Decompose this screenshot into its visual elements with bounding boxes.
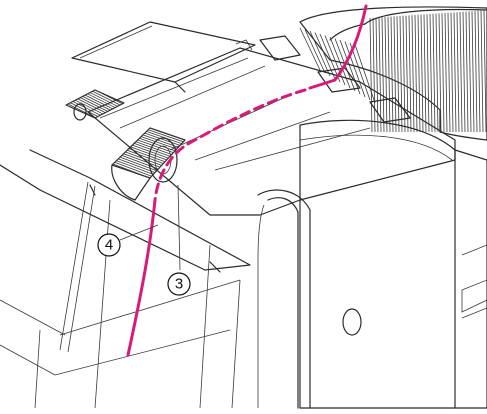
- hatch-line: [411, 15, 415, 133]
- hatch-line: [142, 134, 179, 148]
- hatch-line: [114, 161, 152, 177]
- callout-3-label: 3: [175, 276, 183, 293]
- hatch-line: [444, 12, 448, 133]
- hatch-line: [319, 33, 341, 83]
- hatch-line: [468, 11, 472, 133]
- supply-roll: [299, 6, 487, 141]
- hatch-line: [453, 12, 457, 133]
- hatch-line: [378, 17, 382, 133]
- hatch-line: [92, 90, 121, 106]
- hatch-line: [441, 13, 445, 133]
- hatch-line: [429, 13, 433, 133]
- guide-plate: [0, 149, 251, 409]
- media-path: [126, 4, 368, 357]
- hatch-line: [130, 146, 167, 161]
- hatch-line: [339, 39, 361, 95]
- hatch-line: [144, 132, 181, 146]
- hatch-line: [387, 16, 391, 133]
- hatch-line: [135, 141, 172, 155]
- rear-roller: [65, 89, 125, 121]
- hatch-line: [75, 99, 104, 115]
- hatch-line: [304, 29, 326, 74]
- hatch-line: [408, 15, 412, 133]
- media-path-solid-lower: [126, 198, 157, 357]
- hatch-line: [329, 36, 351, 89]
- hatch-line: [89, 92, 119, 107]
- callout-4: 4: [97, 233, 121, 257]
- hatch-line: [112, 163, 151, 179]
- hatch-line: [483, 10, 487, 133]
- hatch-line: [477, 10, 481, 133]
- hatch-line: [67, 103, 97, 119]
- hatch-line: [72, 101, 102, 116]
- hatch-line: [77, 98, 106, 114]
- hatch-line: [134, 143, 171, 157]
- hatch-line: [372, 17, 376, 133]
- media-path-dashed: [153, 88, 307, 202]
- hatch-line: [128, 148, 166, 163]
- hatch-line: [423, 14, 427, 133]
- hatch-line: [87, 93, 116, 109]
- hatch-line: [299, 27, 321, 71]
- hatch-line: [314, 32, 336, 80]
- hatch-line: [432, 13, 436, 133]
- hatch-line: [94, 89, 124, 105]
- hatch-line: [417, 14, 421, 133]
- hatch-line: [121, 155, 159, 170]
- hatch-line: [126, 149, 164, 164]
- hatch-line: [116, 160, 154, 175]
- hatch-line: [459, 11, 463, 133]
- hatch-line: [462, 11, 466, 133]
- hatch-line: [148, 129, 184, 143]
- printer-body: [87, 47, 487, 409]
- hatch-line: [435, 13, 439, 133]
- hatch-line: [396, 16, 400, 133]
- hatch-line: [149, 127, 186, 141]
- hatch-line: [82, 96, 111, 111]
- hatch-line: [309, 30, 331, 77]
- hatch-line: [480, 10, 484, 133]
- media-path-solid-upper: [308, 4, 368, 90]
- hatch-line: [70, 102, 99, 118]
- hatch-line: [465, 11, 469, 133]
- hatch-line: [80, 97, 109, 112]
- hatch-line: [390, 16, 394, 133]
- hatch-line: [420, 14, 424, 133]
- hatch-line: [349, 42, 371, 101]
- hatch-line: [375, 17, 379, 133]
- hatch-line: [384, 16, 388, 133]
- callout-4-label: 4: [105, 237, 113, 254]
- hatch-line: [474, 10, 478, 133]
- hatch-line: [414, 14, 418, 133]
- hatch-line: [399, 15, 403, 133]
- hatch-line: [381, 17, 385, 133]
- hatch-line: [447, 12, 451, 133]
- hatch-line: [456, 12, 460, 133]
- hatch-line: [354, 44, 376, 104]
- hatch-line: [141, 136, 177, 150]
- callout-leaders: [119, 184, 181, 271]
- hatch-line: [118, 158, 156, 173]
- hatch-line: [123, 153, 161, 168]
- hatch-line: [369, 17, 373, 133]
- hatch-line: [426, 14, 430, 133]
- hatch-line: [405, 15, 409, 133]
- hatch-line: [393, 16, 397, 133]
- hatch-line: [438, 13, 442, 133]
- hatch-line: [125, 151, 162, 166]
- callout-3: 3: [167, 272, 191, 296]
- top-cover-flap: [71, 21, 256, 93]
- hatch-line: [471, 11, 475, 133]
- hatch-line: [137, 139, 174, 154]
- hatch-line: [344, 41, 366, 98]
- hatch-line: [139, 137, 176, 152]
- drive-roller: [111, 127, 186, 201]
- hatch-line: [450, 12, 454, 133]
- hatch-line: [85, 94, 114, 110]
- hatch-line: [402, 15, 406, 133]
- hinge-clips: [235, 35, 411, 123]
